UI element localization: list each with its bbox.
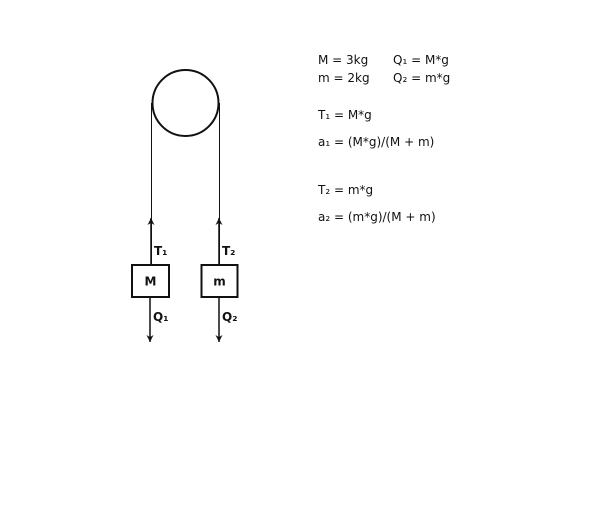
pulley-wheel: [151, 69, 220, 137]
mass-m-label: m: [213, 275, 226, 289]
equation-mass-m: m = 2kg: [318, 71, 370, 85]
weight-2-label: Q₂: [222, 310, 237, 324]
equation-weight-1: Q₁ = M*g: [393, 53, 449, 67]
equation-tension-1: T₁ = M*g: [318, 108, 372, 122]
tension-2-label: T₂: [222, 244, 235, 258]
equation-mass-M: M = 3kg: [318, 53, 369, 67]
tension-1-label: T₁: [154, 244, 167, 258]
equation-accel-1: a₁ = (M*g)/(M + m): [318, 135, 435, 149]
mass-M-label: M: [145, 275, 157, 289]
weight-1-label: Q₁: [153, 310, 168, 324]
equation-tension-2: T₂ = m*g: [318, 183, 374, 197]
mass-block-M: [131, 264, 170, 298]
mass-block-m: [200, 264, 239, 298]
equation-accel-2: a₂ = (m*g)/(M + m): [318, 210, 436, 224]
equation-weight-2: Q₂ = m*g: [393, 71, 451, 85]
